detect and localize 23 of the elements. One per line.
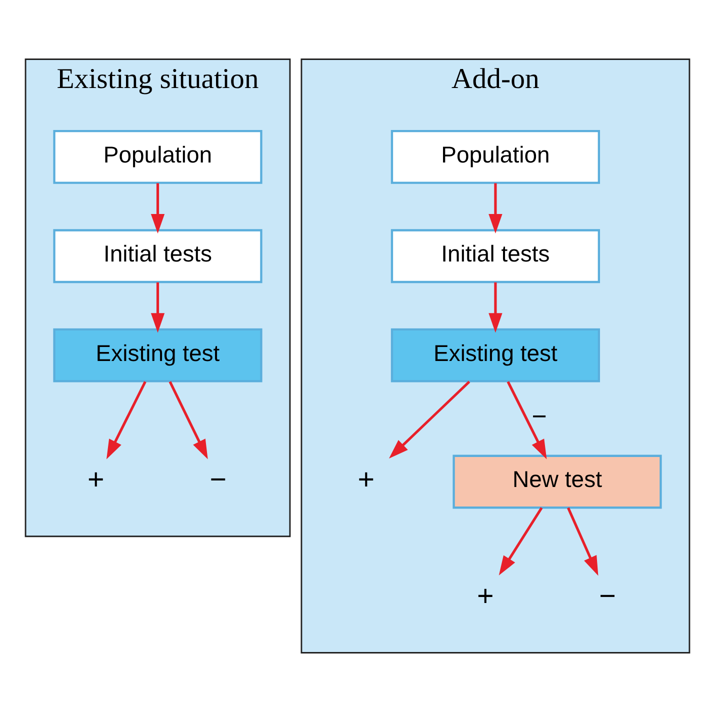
node-box: Existing test [390,328,600,382]
node-text: − [599,580,616,612]
arrow [106,381,146,460]
arrow [488,183,502,234]
arrow [150,183,165,234]
arrow [488,282,502,333]
node-box: Existing test [53,328,262,382]
node-text: + [88,464,104,496]
arrow [506,381,547,460]
node-box: Initial tests [53,229,262,284]
node-text: + [477,580,494,612]
node-box: Initial tests [390,229,600,284]
arrow [566,507,598,576]
arrow [388,380,470,458]
node-box: Population [53,130,262,184]
node-box: Population [390,130,600,184]
node-text: + [358,464,375,496]
edge-label: − [532,402,547,431]
node-text: − [210,464,226,496]
arrow [498,507,543,576]
arrow [168,381,208,460]
node-box: New test [452,454,662,509]
arrow [150,282,165,333]
